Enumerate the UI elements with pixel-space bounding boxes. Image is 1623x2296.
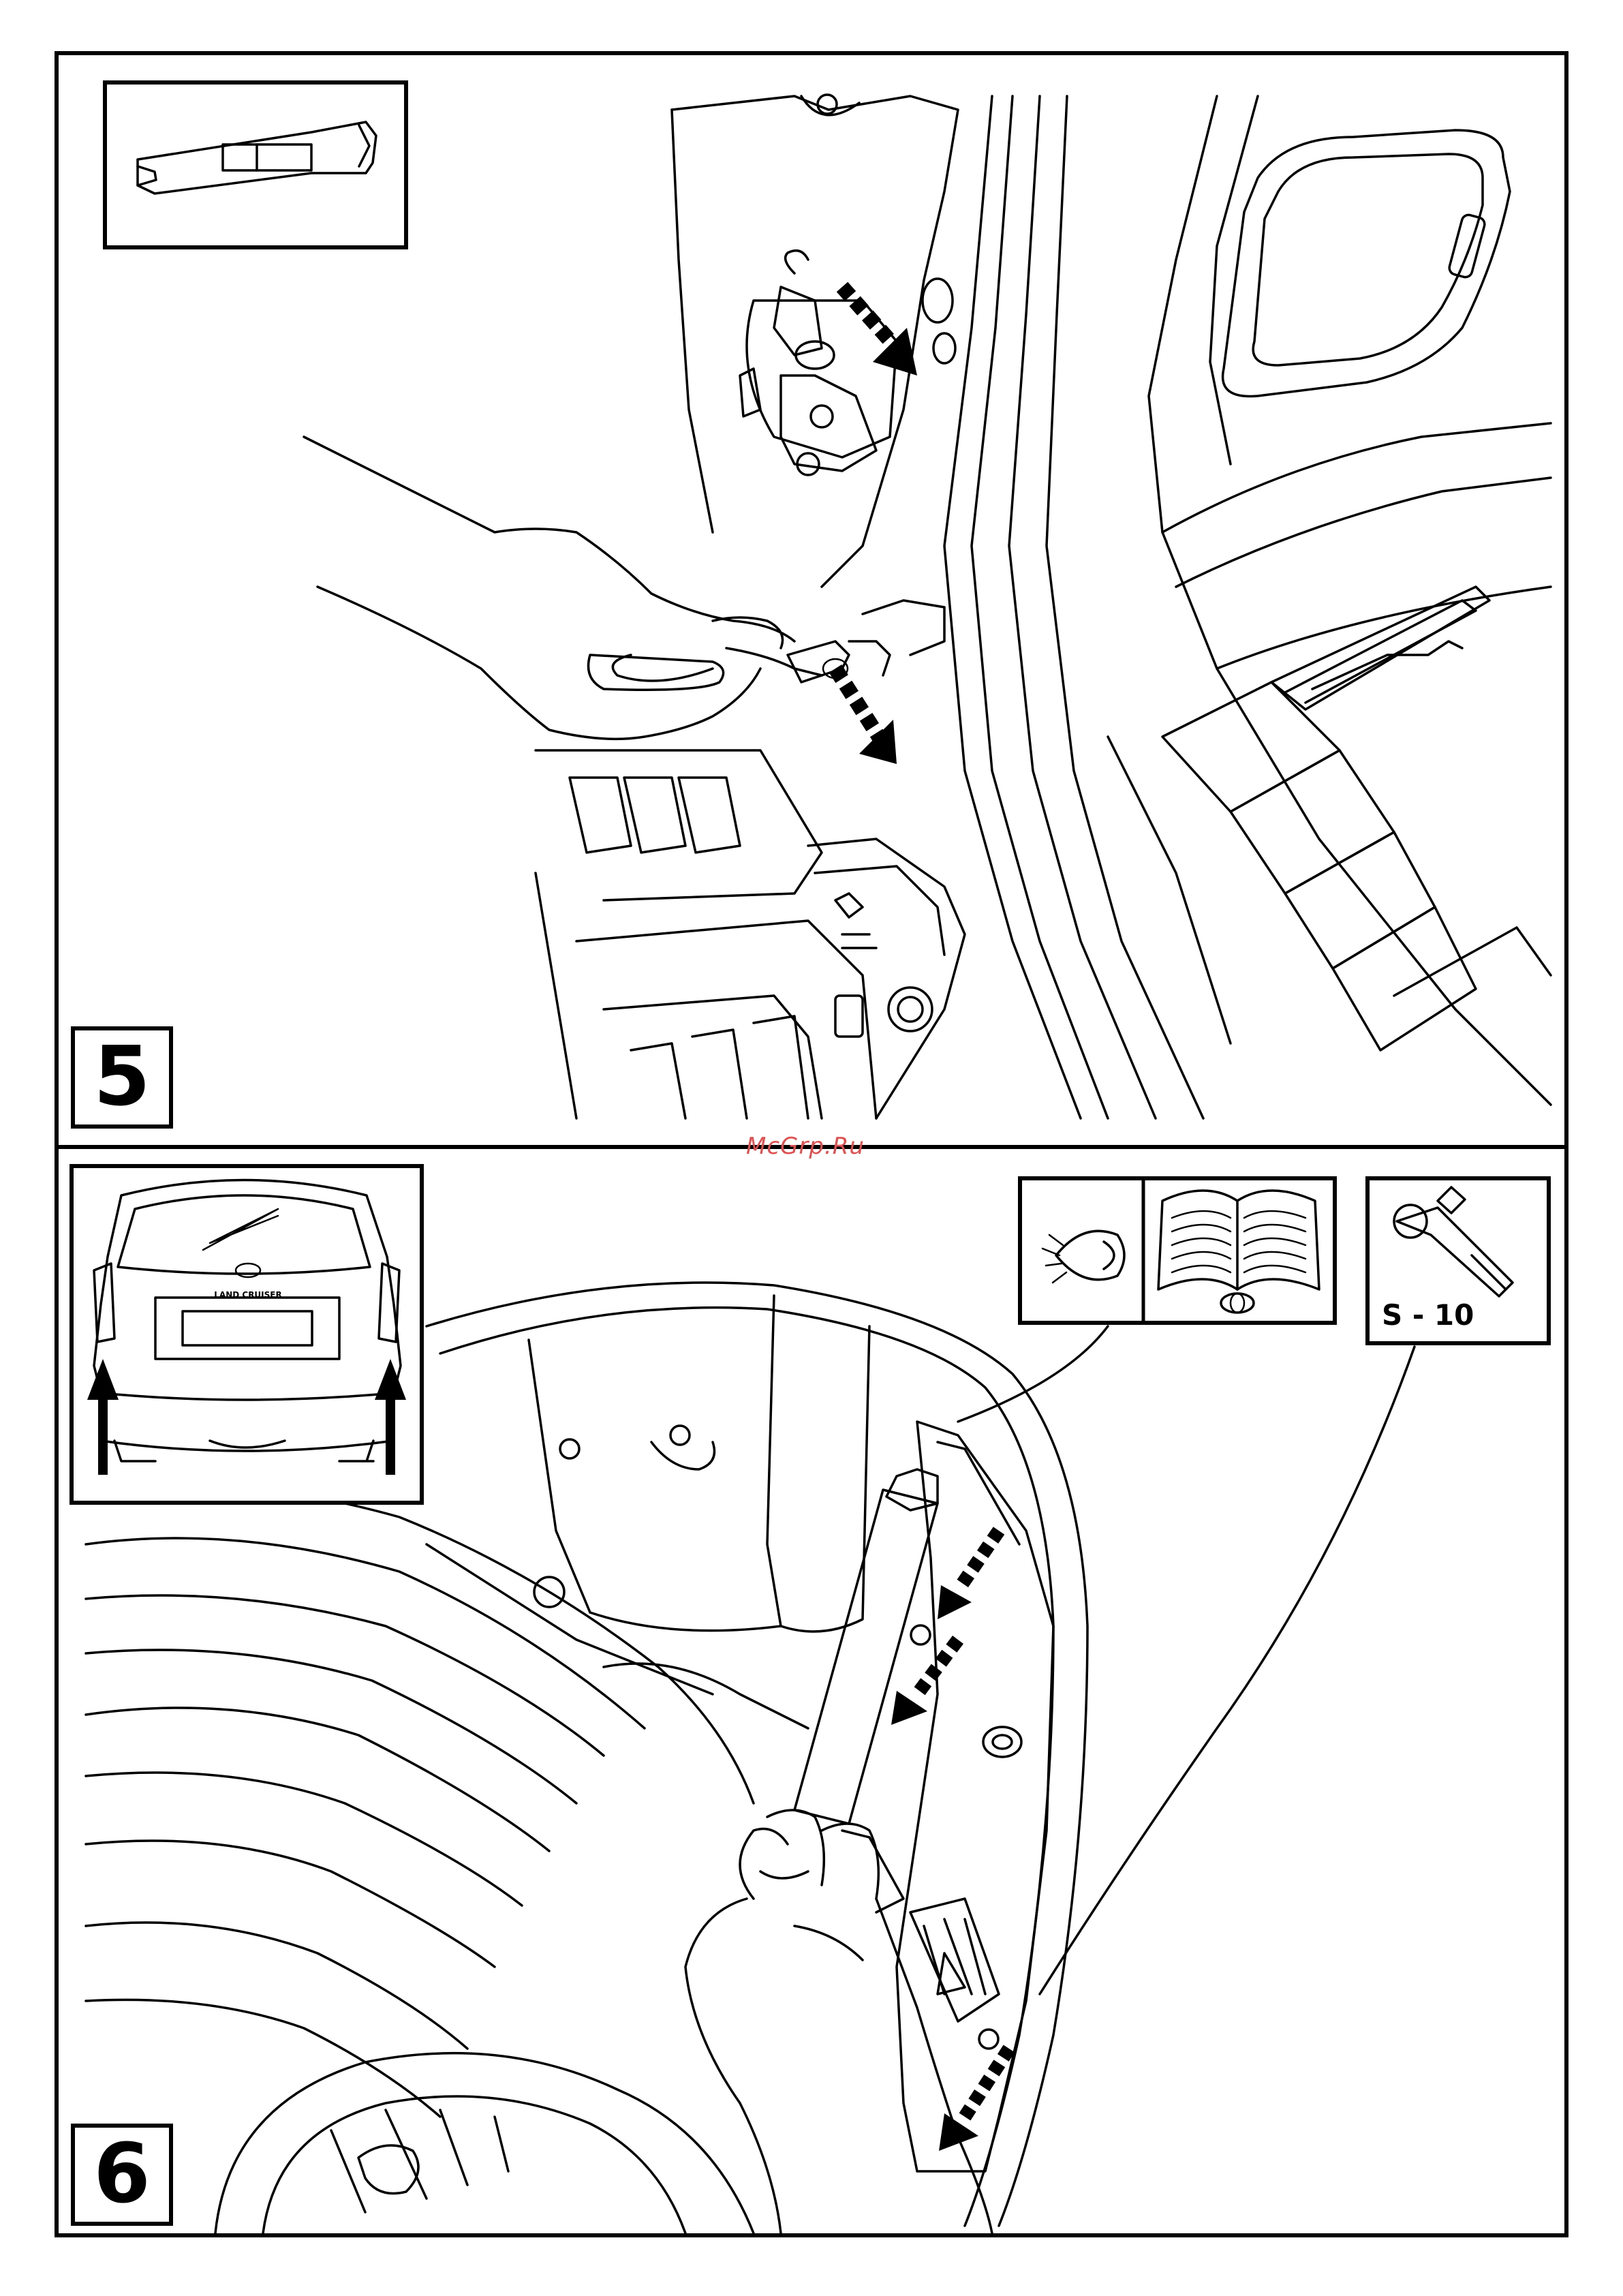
dashed-arrow-icon bbox=[835, 669, 897, 764]
refer-manual-inset bbox=[1018, 1176, 1337, 1325]
socket-size-label: S - 10 bbox=[1382, 1298, 1474, 1332]
vehicle-rear-view-icon: LAND CRUISER bbox=[74, 1168, 420, 1501]
dashed-arrow-icon bbox=[842, 287, 917, 376]
trim-tool-inset bbox=[103, 80, 408, 249]
vehicle-rear-inset: LAND CRUISER bbox=[69, 1164, 424, 1505]
land-cruiser-badge: LAND CRUISER bbox=[214, 1290, 281, 1300]
eye-icon bbox=[1042, 1231, 1124, 1283]
up-arrow-icon bbox=[375, 1359, 406, 1475]
dashed-arrow-icon bbox=[938, 1531, 999, 1619]
up-arrow-icon bbox=[87, 1359, 119, 1475]
dashed-arrow-icon bbox=[939, 2049, 1009, 2151]
manual-book-icon bbox=[1022, 1180, 1333, 1321]
watermark: McGrp.Ru bbox=[746, 1133, 865, 1160]
socket-wrench-inset: S - 10 bbox=[1365, 1176, 1551, 1345]
step-number-6: 6 bbox=[71, 2124, 173, 2226]
step-number-5: 5 bbox=[71, 1026, 173, 1129]
trim-removal-tool-icon bbox=[107, 85, 404, 245]
dashed-arrow-icon bbox=[891, 1640, 958, 1725]
step-6-panel: LAND CRUISER bbox=[59, 1149, 1564, 2233]
open-book-icon bbox=[1158, 1191, 1319, 1313]
socket-wrench-icon bbox=[1370, 1180, 1547, 1303]
step-5-panel: 5 bbox=[59, 55, 1564, 1145]
